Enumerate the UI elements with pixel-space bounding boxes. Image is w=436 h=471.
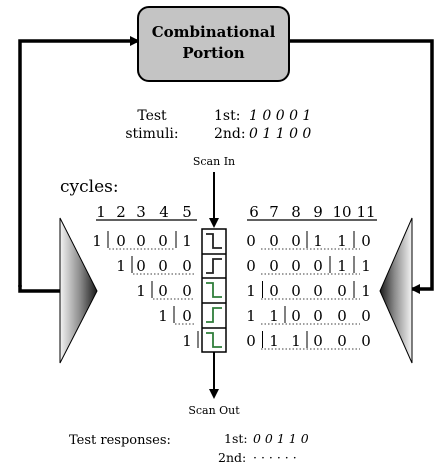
scan-flop-cell (202, 327, 226, 348)
responses-second-label: 2nd: (218, 450, 246, 465)
bit-cell: 1 (337, 257, 347, 275)
responses-second-value: · · · · · · (253, 450, 297, 465)
scan-out-label: Scan Out (188, 404, 240, 417)
stimuli-second-label: 2nd: (214, 126, 246, 142)
bit-cell: 1 (361, 257, 371, 275)
bit-cell: 0 (361, 232, 371, 250)
cycle-number: 1 (96, 203, 106, 221)
scan-flop-cell (202, 277, 226, 298)
bit-cell: 0 (182, 282, 192, 300)
right-scan-mux (379, 217, 413, 364)
cycle-number: 7 (269, 203, 279, 221)
bit-cell: 0 (313, 307, 323, 325)
bit-cell: 0 (269, 257, 279, 275)
bit-cell: 1 (182, 332, 192, 350)
cycle-number: 2 (116, 203, 126, 221)
waveform-icon (206, 332, 222, 348)
stimuli-first-label: 1st: (214, 108, 240, 124)
bit-cell: 0 (291, 232, 301, 250)
waveform-icon (206, 258, 222, 274)
bit-cell: 0 (337, 307, 347, 325)
portion-label: Portion (182, 44, 244, 62)
left-bottom-wire (18, 285, 60, 293)
bit-cell: 0 (182, 307, 192, 325)
bit-cell: 1 (291, 332, 301, 350)
waveform-icon (206, 233, 222, 249)
test-stimuli-label-line2: stimuli: (125, 126, 178, 142)
bit-cell: 0 (313, 257, 323, 275)
output-feedback-wire (289, 39, 434, 294)
bit-cell: 0 (291, 307, 301, 325)
stimuli-first-value: 1 0 0 0 1 (249, 108, 311, 124)
bit-cell: 0 (269, 282, 279, 300)
bit-cell: 0 (136, 232, 146, 250)
cycle-number: 11 (356, 203, 375, 221)
bit-cell: 0 (158, 257, 168, 275)
responses-first-label: 1st: (224, 431, 248, 446)
bit-cell: 0 (136, 257, 146, 275)
stimuli-second-value: 0 1 1 0 0 (249, 126, 311, 142)
combinational-label: Combinational (152, 23, 276, 41)
cycle-number: 3 (136, 203, 146, 221)
bit-cell: 0 (246, 257, 256, 275)
bit-cell: 1 (337, 232, 347, 250)
bit-cell: 0 (361, 307, 371, 325)
bit-cell: 0 (116, 232, 126, 250)
bit-cell: 0 (182, 257, 192, 275)
bit-cell: 0 (246, 232, 256, 250)
test-stimuli-label-line1: Test (137, 108, 167, 124)
waveform-icon (206, 307, 222, 323)
bit-cell: 0 (291, 257, 301, 275)
bit-cell: 0 (337, 332, 347, 350)
scan-flop-cell (206, 233, 222, 249)
bit-cell: 1 (361, 282, 371, 300)
bit-cell: 0 (158, 232, 168, 250)
left-scan-mux (59, 217, 98, 364)
scan-in-label: Scan In (193, 155, 235, 168)
bit-cell: 1 (116, 257, 126, 275)
scan-flop-cell (202, 253, 226, 274)
bit-cell: 0 (361, 332, 371, 350)
cycle-number: 6 (249, 203, 259, 221)
input-feedback-wire (18, 36, 140, 287)
bit-cell: 1 (246, 282, 256, 300)
bit-cell: 1 (246, 307, 256, 325)
bit-cell: 0 (337, 282, 347, 300)
bit-cell: 1 (269, 307, 279, 325)
bit-cell: 0 (313, 282, 323, 300)
bit-cell: 1 (136, 282, 146, 300)
bit-cell: 0 (313, 332, 323, 350)
bit-cell: 1 (313, 232, 323, 250)
combinational-portion-box (137, 6, 290, 82)
bit-cell: 1 (269, 332, 279, 350)
scan-flop-cell (202, 302, 226, 323)
cycle-number: 8 (291, 203, 301, 221)
bit-cell: 1 (92, 232, 102, 250)
cycles-label: cycles: (60, 177, 119, 197)
responses-first-value: 0 0 1 1 0 (253, 431, 309, 446)
test-responses-label: Test responses: (69, 433, 171, 448)
bit-cell: 0 (158, 282, 168, 300)
cycle-number: 9 (313, 203, 323, 221)
bit-cell: 1 (182, 232, 192, 250)
cycle-number: 5 (182, 203, 192, 221)
scan-chain (201, 228, 227, 353)
bit-cell: 0 (291, 282, 301, 300)
bit-cell: 1 (158, 307, 168, 325)
bit-cell: 0 (246, 332, 256, 350)
bit-cell: 0 (269, 232, 279, 250)
waveform-icon (206, 282, 222, 298)
cycle-number: 4 (159, 203, 169, 221)
cycle-number: 10 (332, 203, 351, 221)
